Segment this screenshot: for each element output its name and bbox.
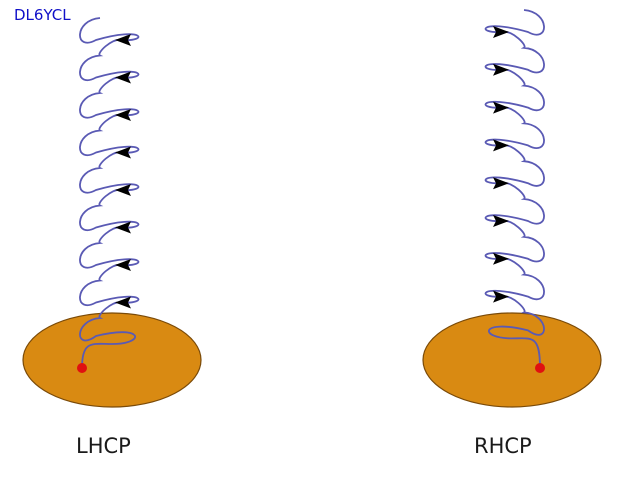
polarization-arrow-icon (115, 146, 131, 159)
polarization-arrow-icon (115, 184, 131, 196)
lhcp-antenna (22, 17, 202, 408)
polarization-arrow-icon (115, 34, 131, 46)
polarization-arrow-icon (493, 101, 509, 114)
lhcp-arrows (115, 34, 131, 309)
rhcp-arrows (493, 26, 509, 303)
polarization-arrow-icon (115, 221, 131, 234)
rhcp-antenna (422, 9, 602, 408)
rhcp-ground-disc (422, 312, 602, 408)
rhcp-helix-wire (484, 9, 545, 369)
polarization-arrow-icon (493, 290, 509, 303)
lhcp-helix-wire (79, 17, 140, 369)
polarization-arrow-icon (115, 109, 131, 121)
watermark-text: DL6YCL (14, 6, 71, 24)
polarization-arrow-icon (493, 63, 509, 76)
rhcp-label: RHCP (474, 434, 532, 458)
polarization-arrow-icon (115, 71, 131, 84)
lhcp-label: LHCP (76, 434, 131, 458)
polarization-arrow-icon (493, 215, 509, 227)
rhcp-feed-point (535, 363, 545, 373)
lhcp-ground-disc (22, 312, 202, 408)
polarization-arrow-icon (493, 177, 509, 190)
polarization-arrow-icon (115, 296, 131, 309)
polarization-arrow-icon (493, 252, 509, 265)
lhcp-feed-point (77, 363, 87, 373)
polarization-arrow-icon (115, 259, 131, 271)
polarization-arrow-icon (493, 26, 509, 38)
polarization-arrow-icon (493, 139, 509, 152)
